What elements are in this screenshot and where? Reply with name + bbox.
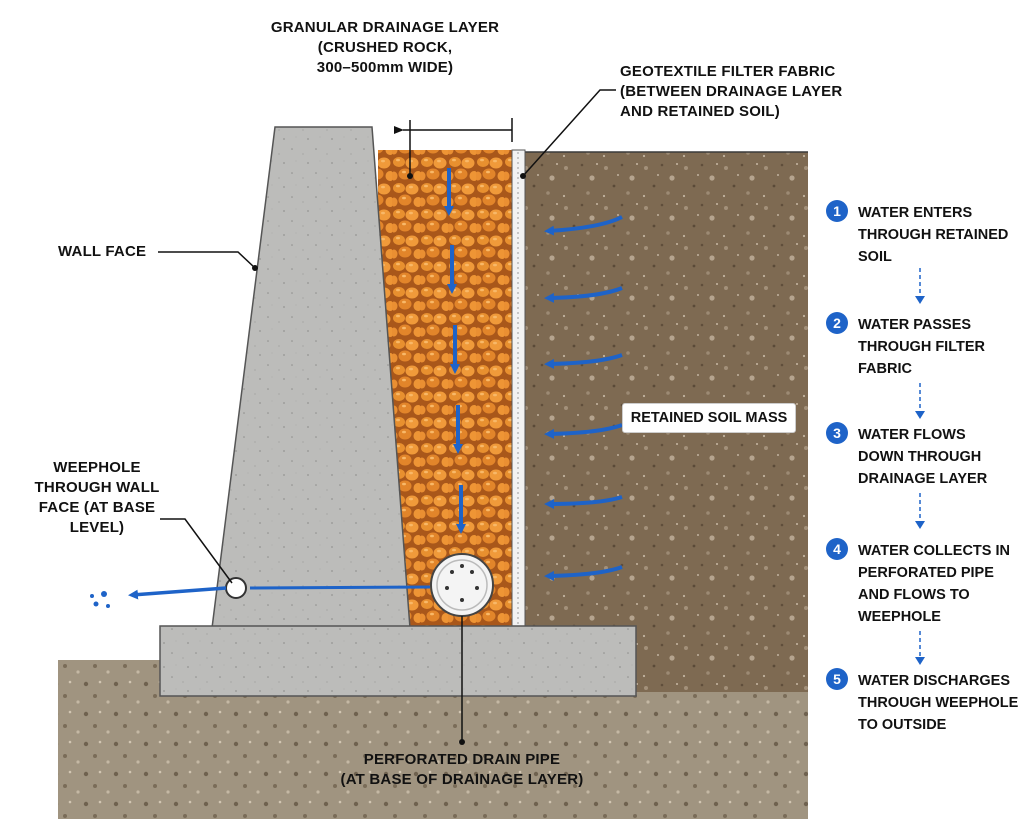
- wall-footing: [159, 625, 637, 697]
- step-3-number: 3: [826, 422, 848, 444]
- down-flow-arrows: [444, 168, 466, 534]
- retained-soil-label-text: RETAINED SOIL MASS: [630, 410, 788, 426]
- retained-soil-label: RETAINED SOIL MASS: [622, 403, 796, 433]
- step-1-text: WATER ENTERS THROUGH RETAINED SOIL: [858, 202, 1008, 268]
- step-3-line1: WATER FLOWS: [858, 427, 966, 443]
- step-4-line1: WATER COLLECTS IN: [858, 543, 1010, 559]
- step-5-line3: TO OUTSIDE: [858, 717, 947, 733]
- weephole-label: WEEPHOLE THROUGH WALL FACE (AT BASE LEVE…: [22, 458, 172, 538]
- geotextile-label-line1: GEOTEXTILE FILTER FABRIC: [620, 63, 836, 80]
- drainage-layer-label-line2: (CRUSHED ROCK,: [317, 39, 453, 56]
- step-2-line2: THROUGH FILTER: [858, 339, 985, 355]
- step-1-number: 1: [826, 200, 848, 222]
- step-4-number: 4: [826, 538, 848, 560]
- step-3-line2: DOWN THROUGH: [858, 449, 982, 465]
- step-2-text: WATER PASSES THROUGH FILTER FABRIC: [858, 314, 985, 380]
- step-4-text: WATER COLLECTS IN PERFORATED PIPE AND FL…: [858, 540, 1010, 628]
- geotextile-label-line2: (BETWEEN DRAINAGE LAYER: [620, 83, 843, 100]
- pipe-to-weephole-flow: [249, 585, 431, 590]
- weephole-label-line2: THROUGH WALL: [34, 479, 160, 496]
- step-5-text: WATER DISCHARGES THROUGH WEEPHOLE TO OUT…: [858, 670, 1018, 736]
- perforated-drain-pipe: [430, 553, 494, 617]
- step-5-number: 5: [826, 668, 848, 690]
- geotextile-label: GEOTEXTILE FILTER FABRIC (BETWEEN DRAINA…: [620, 62, 842, 122]
- step-1-line2: THROUGH RETAINED: [858, 227, 1009, 243]
- step-5-line1: WATER DISCHARGES: [858, 673, 1010, 689]
- leader-lines: [158, 89, 616, 742]
- step-1-line3: SOIL: [858, 249, 892, 265]
- wall-face-label-text: WALL FACE: [58, 243, 147, 260]
- drain-pipe-label-line1: PERFORATED DRAIN PIPE: [363, 751, 561, 768]
- weephole-label-line3: FACE (AT BASE: [38, 499, 156, 516]
- drain-pipe-label-line2: (AT BASE OF DRAINAGE LAYER): [340, 771, 584, 788]
- step-3-line3: DRAINAGE LAYER: [858, 471, 988, 487]
- discharge-arrow: [128, 586, 227, 600]
- step-3-text: WATER FLOWS DOWN THROUGH DRAINAGE LAYER: [858, 424, 987, 490]
- geotextile-label-line3: AND RETAINED SOIL): [620, 103, 780, 120]
- step-4-line4: WEEPHOLE: [858, 609, 941, 625]
- step-5-line2: THROUGH WEEPHOLE: [858, 695, 1019, 711]
- step-2-line3: FABRIC: [858, 361, 912, 377]
- weephole: [225, 577, 247, 599]
- water-splash: [90, 591, 110, 608]
- step-2-line1: WATER PASSES: [858, 317, 972, 333]
- drainage-layer-label-line1: GRANULAR DRAINAGE LAYER: [270, 19, 500, 36]
- wall-face-label: WALL FACE: [58, 242, 146, 262]
- step-1-line1: WATER ENTERS: [858, 205, 973, 221]
- step-2-number: 2: [826, 312, 848, 334]
- drainage-layer-label: GRANULAR DRAINAGE LAYER (CRUSHED ROCK, 3…: [258, 18, 512, 78]
- step-4-line2: PERFORATED PIPE: [858, 565, 994, 581]
- weephole-label-line4: LEVEL): [69, 519, 125, 536]
- step-4-line3: AND FLOWS TO: [858, 587, 970, 603]
- weephole-label-line1: WEEPHOLE: [53, 459, 141, 476]
- drain-pipe-label: PERFORATED DRAIN PIPE (AT BASE OF DRAINA…: [322, 750, 602, 790]
- drainage-layer-label-line3: 300–500mm WIDE): [316, 59, 454, 76]
- soil-inflow-arrows: [544, 215, 623, 581]
